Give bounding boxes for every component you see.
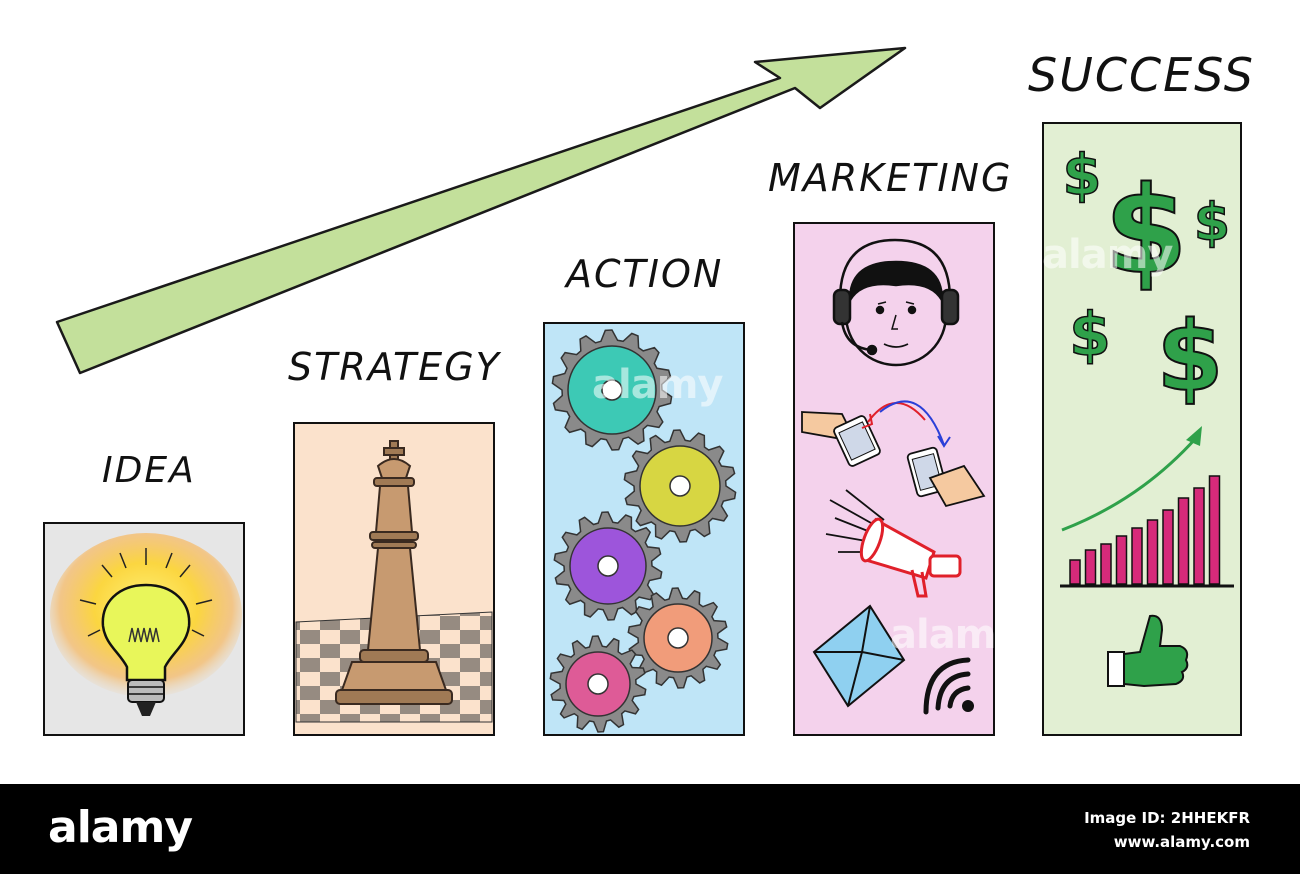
thumbs-up-icon <box>1107 614 1189 688</box>
mini-bar <box>1162 509 1174 585</box>
mini-bar <box>1100 543 1112 585</box>
image-meta: Image ID: 2HHEKFR www.alamy.com <box>1084 806 1250 854</box>
site-url: www.alamy.com <box>1113 833 1250 851</box>
gear-hub <box>667 627 689 649</box>
megaphone-icon <box>825 489 962 598</box>
growth-arrow <box>55 46 907 375</box>
action-panel <box>543 322 745 736</box>
idea-panel <box>43 522 245 736</box>
growth-bar-chart-icon <box>1060 426 1234 588</box>
diagram-canvas: $ $ $ $ $ <box>43 46 1242 736</box>
dollar-sign-icon: $ <box>1063 143 1102 208</box>
image-id: Image ID: 2HHEKFR <box>1084 809 1250 827</box>
step-label-success: SUCCESS <box>1028 48 1255 102</box>
watermark: alamy <box>890 612 1021 658</box>
alamy-logo: alamy <box>48 802 193 853</box>
step-label-marketing: MARKETING <box>768 156 1013 200</box>
mini-bar <box>1208 475 1221 585</box>
gear-hub <box>587 673 609 695</box>
step-label-idea: IDEA <box>102 450 196 491</box>
mini-bar <box>1069 559 1081 585</box>
email-envelope-icon <box>812 604 906 708</box>
dollar-sign-icon: $ <box>1104 162 1188 301</box>
success-panel: $ $ $ $ $ <box>1042 122 1242 736</box>
watermark: alamy <box>1042 232 1173 278</box>
mini-bar <box>1115 535 1128 585</box>
strategy-panel <box>293 422 495 736</box>
mini-bar <box>1084 549 1097 585</box>
mini-bar <box>1193 487 1205 585</box>
mini-bar <box>1177 497 1190 585</box>
dollar-sign-icon: $ <box>1194 193 1230 253</box>
mini-bar <box>1146 519 1159 585</box>
mini-bar <box>1131 527 1143 585</box>
mini-bars <box>1069 475 1221 585</box>
gear-hub <box>669 475 691 497</box>
support-agent-icon <box>832 238 960 367</box>
marketing-panel <box>793 222 995 736</box>
success-panel-bg <box>1042 122 1242 736</box>
dollar-sign-icon: $ <box>1069 300 1111 370</box>
step-label-action: ACTION <box>566 252 724 296</box>
light-bulb-icon <box>79 548 213 716</box>
stock-footer: alamy Image ID: 2HHEKFR www.alamy.com <box>0 784 1300 874</box>
watermark: alamy <box>592 362 723 408</box>
dollar-sign-icon: $ <box>1157 301 1224 413</box>
wifi-signal-icon <box>923 657 974 715</box>
phone-transfer-icon <box>801 400 986 508</box>
step-label-strategy: STRATEGY <box>288 345 501 389</box>
chess-king-icon <box>335 440 453 705</box>
gear-group <box>549 329 737 733</box>
gear-hub <box>597 555 619 577</box>
gear-hub <box>601 379 623 401</box>
